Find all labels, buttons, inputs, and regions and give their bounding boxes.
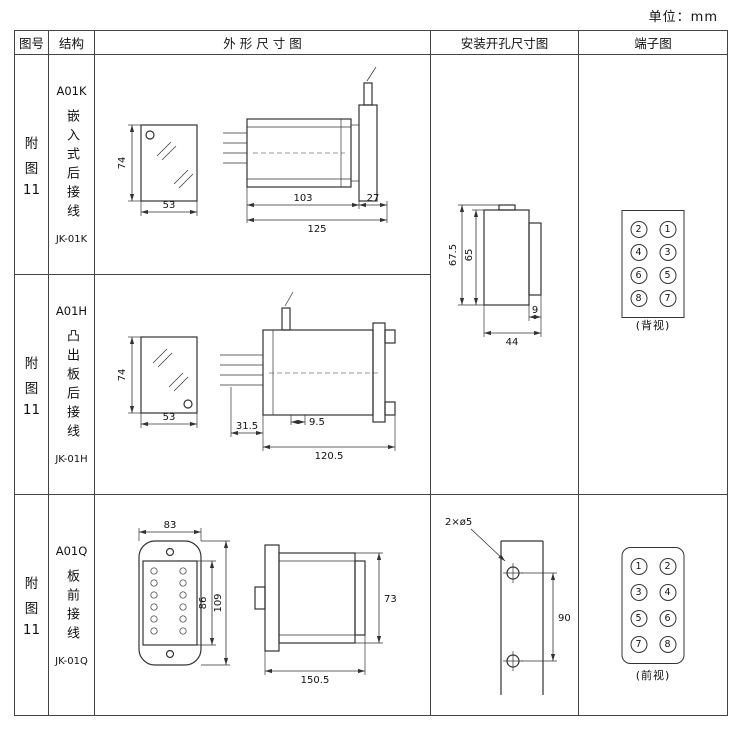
terminal-2: 2 [630,221,647,238]
fig-char: 图 [24,380,39,397]
outline-cell-a01h: 74 53 [95,275,431,495]
side-view: 31.5 9.5 120.5 [220,291,396,462]
dim-flange: 27 [367,193,380,204]
mounting-drawing-a01q: 2×ø5 90 [445,517,571,695]
dim-body-length: 103 [293,193,312,204]
terminal-6: 6 [659,610,676,627]
dim-step-width: 9 [532,305,538,316]
dim-side-height: 73 [384,594,397,605]
fig-char: 附 [24,355,39,372]
code-jk01k: JK-01K [55,234,88,245]
terminal-3: 3 [630,584,647,601]
structure-row2: A01H 凸出板后接线 JK-01H [49,275,95,495]
header-structure: 结构 [49,31,95,55]
terminal-7: 7 [630,636,647,653]
dim-hole-inner-height: 65 [464,249,475,262]
dim-front-height: 74 [117,157,128,170]
header-fig-no: 图号 [15,31,49,55]
spec-table: 图号 结构 外 形 尺 寸 图 安装开孔尺寸图 端子图 附 图 11 A01K … [14,30,728,716]
dim-body-length: 120.5 [315,451,344,462]
code-jk01h: JK-01H [55,454,88,465]
fig-char: 11 [22,181,41,198]
terminal-8: 8 [659,636,676,653]
panel-cutout [483,204,542,306]
terminal-7: 7 [659,290,676,307]
terminal-1: 1 [630,558,647,575]
dim-total-width: 44 [506,337,519,348]
structure-desc: 凸出板后接线 [64,329,79,443]
model-a01k: A01K [56,84,87,98]
dim-front-width: 53 [163,200,176,211]
terminal-diagram-front: 1 2 3 4 5 6 7 8 [621,547,685,664]
outline-drawing-a01k: 74 53 [117,66,388,235]
fig-no-row3: 附 图 11 [15,495,49,715]
outline-drawing-a01h: 74 53 [117,291,396,462]
dim-total-length: 125 [307,224,326,235]
dim-front-height: 74 [117,369,128,382]
code-jk01q: JK-01Q [55,655,88,667]
terminal-5: 5 [659,267,676,284]
dim-pin-length: 31.5 [236,421,258,432]
outline-drawing-a01q: 83 86 109 [138,520,397,686]
mounting-cell-a01k: 67.5 65 9 44 [431,55,579,495]
hole-spec-label: 2×ø5 [445,517,472,528]
terminal-4: 4 [630,244,647,261]
dim-hole-pitch: 90 [558,613,571,624]
terminal-caption-front: (前视) [635,669,671,682]
fig-char: 11 [22,622,41,638]
fig-char: 附 [24,576,39,592]
model-a01h: A01H [55,304,88,318]
structure-desc: 板前接线 [64,568,79,645]
terminal-cell-a01k: 2 1 4 3 6 5 8 7 (背视) [579,55,727,495]
terminal-8: 8 [630,290,647,307]
unit-label: 单位：mm [648,10,718,25]
fig-char: 图 [24,160,39,177]
structure-desc: 嵌入式后接线 [64,109,79,223]
dim-side-length: 150.5 [301,675,330,686]
dim-outer-height: 109 [213,593,224,612]
side-view: 73 150.5 [254,544,397,686]
terminal-6: 6 [630,267,647,284]
header-mounting: 安装开孔尺寸图 [431,31,579,55]
terminal-diagram-back: 2 1 4 3 6 5 8 7 [621,210,685,318]
outline-cell-a01k: 74 53 [95,55,431,275]
terminal-3: 3 [659,244,676,261]
terminal-cell-a01q: 1 2 3 4 5 6 7 8 (前视) [579,495,727,715]
front-view: 74 53 [117,336,198,428]
front-view: 83 86 109 [138,520,230,666]
terminal-2: 2 [659,558,676,575]
dim-hole-outer-height: 67.5 [448,244,459,266]
side-view: 103 27 125 [223,66,388,235]
terminal-5: 5 [630,610,647,627]
terminal-caption-back: (背视) [635,319,671,332]
drill-template [500,540,544,695]
dim-front-width: 83 [164,520,177,531]
terminal-1: 1 [659,221,676,238]
fig-char: 图 [24,601,39,617]
fig-no-row2: 附 图 11 [15,275,49,495]
dim-gap: 9.5 [309,417,325,428]
structure-row3: A01Q 板前接线 JK-01Q [49,495,95,715]
fig-no-row1: 附 图 11 [15,55,49,275]
model-a01q: A01Q [55,543,88,558]
fig-char: 附 [24,135,39,152]
terminal-4: 4 [659,584,676,601]
structure-row1: A01K 嵌入式后接线 JK-01K [49,55,95,275]
header-terminal: 端子图 [579,31,727,55]
fig-char: 11 [22,401,41,418]
mounting-cell-a01q: 2×ø5 90 [431,495,579,715]
dim-inner-height: 86 [198,597,209,610]
outline-cell-a01q: 83 86 109 [95,495,431,715]
front-view: 74 53 [117,124,198,216]
header-outline: 外 形 尺 寸 图 [95,31,431,55]
mounting-drawing-a01k: 67.5 65 9 44 [448,204,542,348]
dim-front-width: 53 [163,412,176,423]
